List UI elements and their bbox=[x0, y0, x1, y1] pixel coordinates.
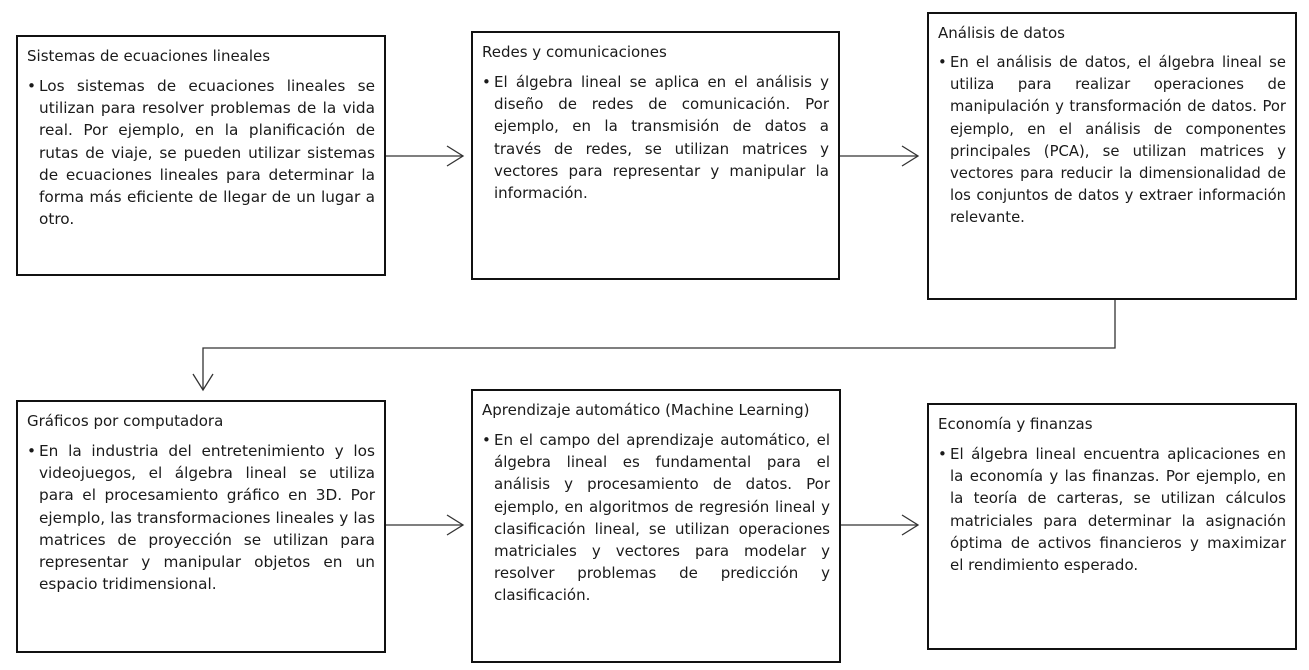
box-body: • Los sistemas de ecuaciones lineales se… bbox=[27, 75, 375, 230]
box-analisis-datos: Análisis de datos • En el análisis de da… bbox=[927, 12, 1297, 300]
bullet: • bbox=[482, 73, 491, 91]
bullet: • bbox=[938, 54, 947, 71]
bullet: • bbox=[938, 445, 947, 463]
box-body: • En el análisis de datos, el álgebra li… bbox=[938, 52, 1286, 230]
box-text: El álgebra lineal encuentra aplicaciones… bbox=[950, 445, 1286, 575]
box-text: Los sistemas de ecuaciones lineales se u… bbox=[39, 77, 375, 229]
box-text: En el campo del aprendizaje automático, … bbox=[494, 431, 830, 605]
box-body: • El álgebra lineal encuentra aplicacion… bbox=[938, 443, 1286, 576]
box-graficos-computadora: Gráficos por computadora • En la industr… bbox=[16, 400, 386, 653]
box-title: Sistemas de ecuaciones lineales bbox=[27, 47, 271, 65]
box-redes-comunicaciones: Redes y comunicaciones • El álgebra line… bbox=[471, 31, 840, 280]
box-text: El álgebra lineal se aplica en el anális… bbox=[494, 73, 829, 203]
box-economia-finanzas: Economía y finanzas • El álgebra lineal … bbox=[927, 403, 1297, 650]
box-title: Economía y finanzas bbox=[938, 415, 1093, 433]
box-body: • En el campo del aprendizaje automático… bbox=[482, 429, 830, 607]
arrow-box2-to-box3 bbox=[840, 145, 920, 167]
box-title: Aprendizaje automático (Machine Learning… bbox=[482, 401, 810, 419]
box-body: • El álgebra lineal se aplica en el anál… bbox=[482, 71, 829, 204]
box-body: • En la industria del entretenimiento y … bbox=[27, 440, 375, 595]
box-title: Redes y comunicaciones bbox=[482, 43, 667, 61]
box-text: En la industria del entretenimiento y lo… bbox=[39, 442, 375, 594]
box-title: Análisis de datos bbox=[938, 24, 1065, 42]
box-title: Gráficos por computadora bbox=[27, 412, 224, 430]
bullet: • bbox=[27, 442, 37, 460]
arrow-box3-to-box4 bbox=[192, 300, 1116, 392]
box-sistemas-ecuaciones: Sistemas de ecuaciones lineales • Los si… bbox=[16, 35, 386, 276]
bullet: • bbox=[27, 77, 37, 95]
arrow-box4-to-box5 bbox=[386, 514, 465, 536]
arrow-box1-to-box2 bbox=[386, 145, 465, 167]
box-aprendizaje-automatico: Aprendizaje automático (Machine Learning… bbox=[471, 389, 841, 663]
box-text: En el análisis de datos, el álgebra line… bbox=[950, 54, 1286, 227]
arrow-box5-to-box6 bbox=[841, 514, 920, 536]
bullet: • bbox=[482, 431, 491, 449]
